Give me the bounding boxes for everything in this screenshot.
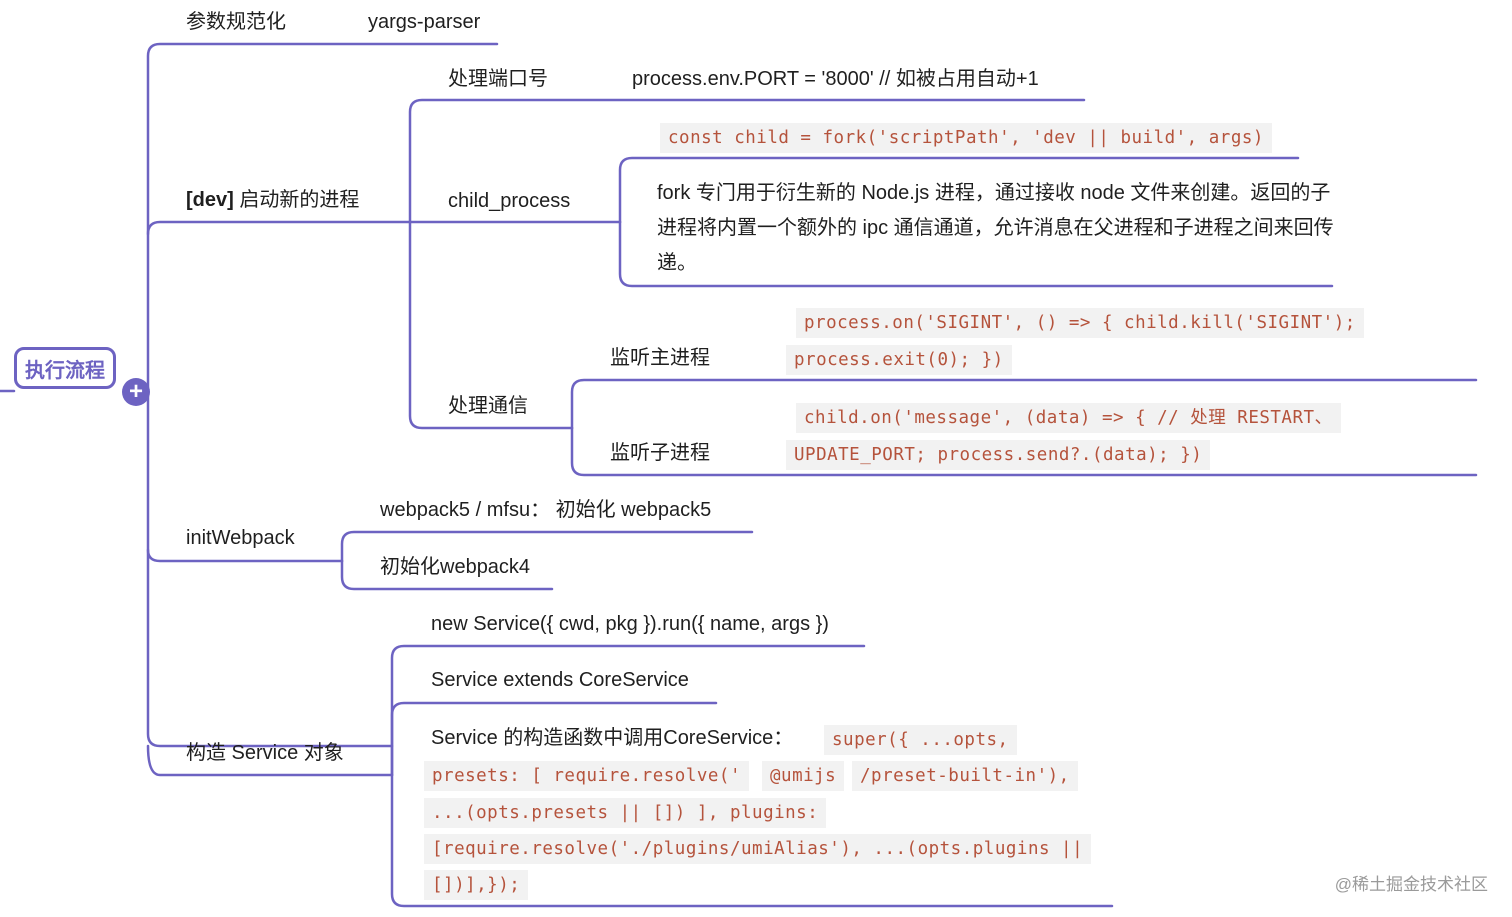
dev-label: 启动新的进程 — [233, 189, 360, 211]
edge-initwebpack — [146, 548, 344, 563]
root-label: 执行流程 — [25, 359, 105, 382]
node-comm[interactable]: 处理通信 — [448, 395, 528, 417]
edge-wp4 — [340, 559, 554, 591]
ctor-code-2[interactable]: presets: [ require.resolve(' — [424, 761, 750, 791]
ctor-code-6[interactable]: [require.resolve('./plugins/umiAlias'), … — [424, 834, 1092, 864]
node-comm-main-code-1[interactable]: process.on('SIGINT', () => { child.kill(… — [796, 308, 1364, 338]
node-service[interactable]: 构造 Service 对象 — [186, 742, 344, 764]
node-extends[interactable]: Service extends CoreService — [431, 669, 689, 691]
ctor-code-7[interactable]: [])],}); — [424, 870, 529, 900]
node-comm-main-code-2[interactable]: process.exit(0); }) — [786, 345, 1012, 375]
node-dev[interactable]: [dev] 启动新的进程 — [186, 188, 359, 212]
root-node[interactable]: 执行流程 — [14, 347, 116, 389]
node-cp-desc[interactable]: fork 专门用于衍生新的 Node.js 进程，通过接收 node 文件来创建… — [657, 182, 1334, 274]
ctor-code-3[interactable]: @umijs — [762, 761, 845, 791]
node-params[interactable]: 参数规范化 — [186, 11, 286, 33]
node-comm-child-code-1[interactable]: child.on('message', (data) => { // 处理 RE… — [796, 403, 1341, 433]
watermark: @稀土掘金技术社区 — [1334, 875, 1488, 894]
node-params-detail[interactable]: yargs-parser — [368, 11, 481, 33]
edge-port — [408, 98, 1086, 224]
edge-ctor — [390, 773, 1114, 908]
edge-comm-main — [570, 378, 1478, 430]
node-comm-child[interactable]: 监听子进程 — [610, 442, 710, 464]
edge-comm — [408, 220, 574, 430]
edge-service — [146, 744, 394, 777]
node-comm-main[interactable]: 监听主进程 — [610, 347, 710, 369]
node-comm-child-code-2[interactable]: UPDATE_PORT; process.send?.(data); }) — [786, 440, 1211, 470]
edge-dev — [146, 220, 412, 236]
node-ctor-text[interactable]: Service 的构造函数中调用CoreService： — [431, 727, 794, 749]
plus-icon[interactable]: + — [122, 378, 150, 406]
edge-cp-code — [618, 156, 1300, 224]
ctor-code-4[interactable]: /preset-built-in'), — [852, 761, 1078, 791]
edge-mfsu — [340, 530, 754, 563]
edge-new-service — [390, 644, 866, 777]
node-new-service[interactable]: new Service({ cwd, pkg }).run({ name, ar… — [431, 613, 829, 635]
dev-tag: [dev] — [186, 189, 234, 211]
edge-params — [146, 42, 499, 393]
node-port-detail[interactable]: process.env.PORT = '8000' // 如被占用自动+1 — [632, 68, 1039, 90]
node-cp-code[interactable]: const child = fork('scriptPath', 'dev ||… — [660, 123, 1272, 153]
node-child-process[interactable]: child_process — [448, 190, 571, 212]
ctor-code-1[interactable]: super({ ...opts, — [824, 725, 1017, 755]
node-wp4[interactable]: 初始化webpack4 — [380, 556, 531, 578]
edge-extends — [390, 701, 718, 777]
edge-cp-desc — [618, 220, 1334, 288]
node-port[interactable]: 处理端口号 — [448, 68, 548, 90]
edge-service-lower — [146, 389, 394, 748]
node-initwebpack[interactable]: initWebpack — [186, 527, 295, 549]
ctor-code-5[interactable]: ...(opts.presets || []) ], plugins: — [424, 798, 827, 828]
edge-comm-child — [570, 426, 1478, 477]
node-mfsu[interactable]: webpack5 / mfsu： 初始化 webpack5 — [380, 499, 712, 521]
